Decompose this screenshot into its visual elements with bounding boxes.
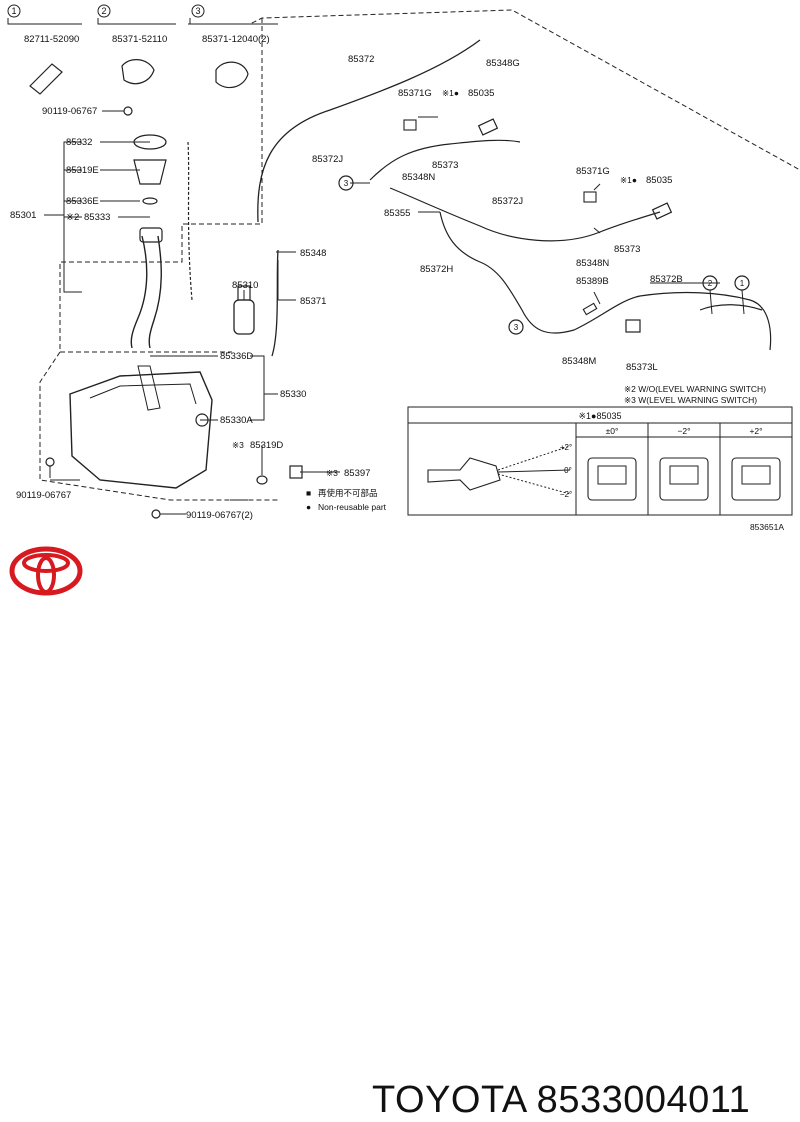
label-85310: 85310 xyxy=(232,280,258,291)
label-85319d-mark: ※3 xyxy=(232,440,244,450)
inset-angle-minus2: −2° xyxy=(560,490,572,499)
index-2: 2 xyxy=(101,6,106,16)
part-no-85371-52110: 85371-52110 xyxy=(112,34,167,45)
inset-nozzle-angle xyxy=(407,406,793,516)
hose-85372j-b xyxy=(389,187,661,242)
index-3-bracket xyxy=(189,18,278,25)
label-85373l: 85373L xyxy=(626,362,658,373)
nozzle-85035-a-icon xyxy=(477,118,499,136)
inset-col-plus2deg: +2° xyxy=(749,426,762,436)
legend-text-en: Non-reusable part xyxy=(318,502,387,512)
note-with-level-switch: ※3 W(LEVEL WARNING SWITCH) xyxy=(624,395,757,405)
label-85319e: 85319E xyxy=(66,165,99,176)
legend-text-jp: 再使用不可部品 xyxy=(318,488,378,498)
inset-angle-0: 0° xyxy=(564,466,572,475)
label-90119-bottom: 90119-06767(2) xyxy=(186,510,253,521)
dashed-outline-left xyxy=(59,18,263,353)
dashed-outline-bottom xyxy=(39,351,280,501)
part-82711-icon xyxy=(29,63,63,95)
label-85389b: 85389B xyxy=(576,276,609,287)
pump-85310-icon xyxy=(233,299,255,335)
label-85035-b: 85035 xyxy=(646,175,672,186)
brand-part-number: TOYOTA 8533004011 xyxy=(372,1079,751,1121)
label-85330a: 85330A xyxy=(220,415,253,426)
index-3: 3 xyxy=(195,6,200,16)
label-85333: 85333 xyxy=(84,212,110,223)
label-85332: 85332 xyxy=(66,137,92,148)
index-1: 1 xyxy=(11,6,16,16)
label-85348n-a: 85348N xyxy=(402,172,435,183)
washer-reservoir-tank xyxy=(69,371,213,489)
inset-col-0deg: ±0° xyxy=(606,426,619,436)
label-85372h: 85372H xyxy=(420,264,453,275)
label-85372j-b: 85372J xyxy=(492,196,523,207)
label-85348m: 85348M xyxy=(562,356,596,367)
label-85372j-a: 85372J xyxy=(312,154,343,165)
part-85371-12040-icon xyxy=(215,61,249,89)
parts-diagram: 1 2 3 3 3 2 1 82711-52090 85371-52110 85… xyxy=(7,4,800,532)
label-85319d: 85319D xyxy=(250,440,283,451)
diagram-code: 853651A xyxy=(750,522,784,532)
part-85371-52110-icon xyxy=(121,59,155,85)
label-90119-left: 90119-06767 xyxy=(16,490,71,501)
level-gauge-rod xyxy=(187,141,193,301)
label-85355: 85355 xyxy=(384,208,410,219)
connector-minus2deg-icon xyxy=(659,457,709,501)
label-85035-a: 85035 xyxy=(468,88,494,99)
svg-text:1: 1 xyxy=(740,279,745,288)
label-90119-top: 90119-06767 xyxy=(42,106,97,117)
label-85373-b: 85373 xyxy=(614,244,640,255)
index-1-bracket xyxy=(7,18,82,25)
label-85371g-a: 85371G xyxy=(398,88,432,99)
label-85371g-b: 85371G xyxy=(576,166,610,177)
hose-85372 xyxy=(257,39,481,223)
part-no-82711: 82711-52090 xyxy=(24,34,79,45)
label-85372b: 85372B xyxy=(650,274,683,285)
label-85373-a: 85373 xyxy=(432,160,458,171)
cap-85319e-icon xyxy=(133,159,167,185)
inset-col-minus2deg: −2° xyxy=(677,426,690,436)
label-85371: 85371 xyxy=(300,296,326,307)
note-without-level-switch: ※2 W/O(LEVEL WARNING SWITCH) xyxy=(624,384,766,394)
part-no-85371-12040: 85371-12040(2) xyxy=(202,34,270,45)
label-85330: 85330 xyxy=(280,389,306,400)
connector-0deg-icon xyxy=(587,457,637,501)
index-2-bracket xyxy=(97,18,176,25)
legend-symbol-dot: ● xyxy=(306,502,311,512)
inset-title: ※1●85035 xyxy=(578,411,621,421)
label-85035-a-mark: ※1● xyxy=(442,88,459,98)
brand-footer: TOYOTA 8533004011 xyxy=(0,535,800,1121)
legend-symbol-square: ■ xyxy=(306,488,311,498)
svg-text:3: 3 xyxy=(344,179,349,188)
label-85348n-b: 85348N xyxy=(576,258,609,269)
label-85336d: 85336D xyxy=(220,351,253,362)
hose-85372h xyxy=(439,211,772,351)
bracket-85330 xyxy=(250,355,265,421)
toyota-logo-icon xyxy=(9,546,83,596)
label-85336e: 85336E xyxy=(66,196,99,207)
label-85333-mark: ※2 xyxy=(66,212,79,223)
label-85301: 85301 xyxy=(10,210,36,221)
nozzle-85035-b-icon xyxy=(651,202,673,220)
hose-85371 xyxy=(271,249,279,357)
svg-text:3: 3 xyxy=(514,323,519,332)
label-85035-b-mark: ※1● xyxy=(620,175,637,185)
filler-neck xyxy=(130,235,148,349)
inset-angle-plus2: +2° xyxy=(560,443,572,452)
label-85372: 85372 xyxy=(348,54,374,65)
hose-85372j-a xyxy=(369,139,521,181)
label-85348: 85348 xyxy=(300,248,326,259)
svg-text:2: 2 xyxy=(708,279,713,288)
label-85397: 85397 xyxy=(344,468,370,479)
connector-plus2deg-icon xyxy=(731,457,781,501)
cap-85332-icon xyxy=(133,134,167,150)
label-85397-mark: ※3 xyxy=(326,468,338,478)
label-85348g: 85348G xyxy=(486,58,520,69)
